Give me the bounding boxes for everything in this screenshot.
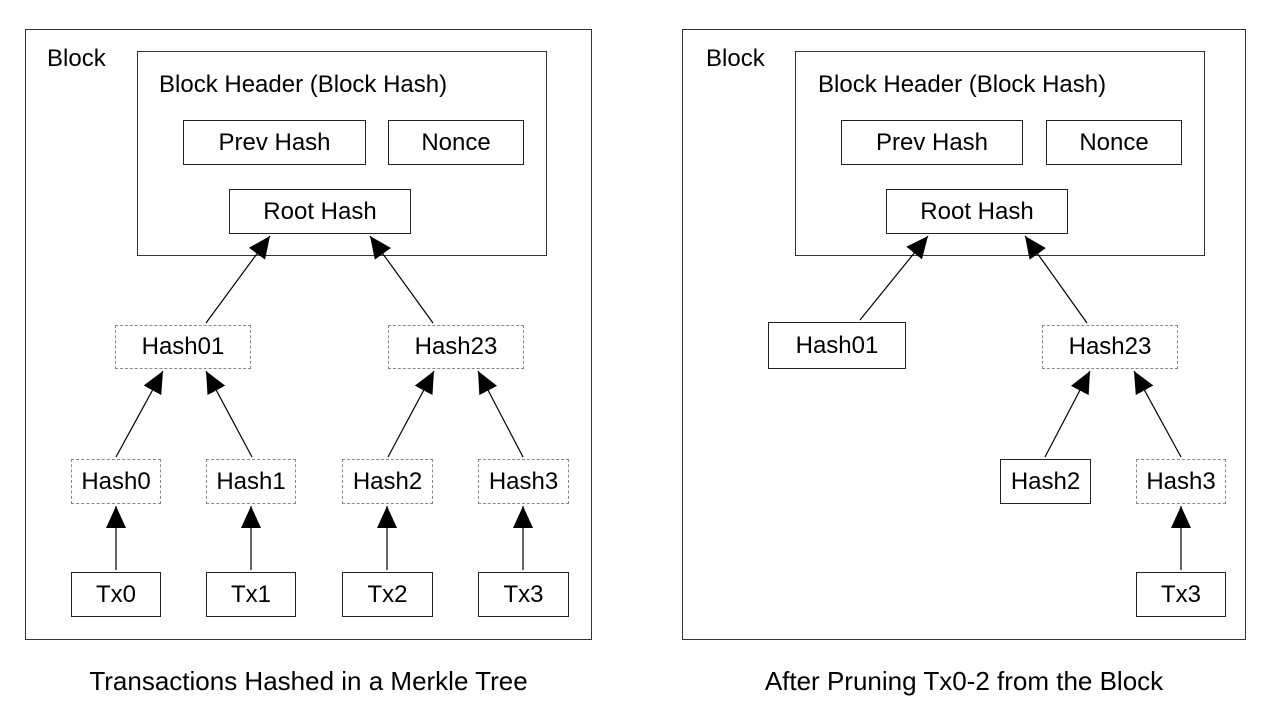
left-tx3-box: Tx3 [478, 572, 569, 617]
left-caption: Transactions Hashed in a Merkle Tree [89, 666, 528, 696]
left-hash2-box: Hash2 [342, 459, 433, 504]
left-hash23-box: Hash23 [388, 325, 524, 369]
right-arrow-hash2-to-hash23 [1044, 370, 1091, 458]
right-caption: After Pruning Tx0-2 from the Block [764, 666, 1164, 696]
arrow-hash1-to-hash01 [205, 370, 253, 458]
right-arrow-hash01-to-root [859, 235, 929, 321]
right-arrow-hash3-to-hash23 [1133, 370, 1182, 458]
left-block-label: Block [47, 45, 106, 72]
right-hash01-box: Hash01 [768, 322, 906, 369]
right-tx3-box: Tx3 [1136, 572, 1226, 617]
left-hash01-box: Hash01 [115, 325, 251, 369]
left-hash1-box: Hash1 [206, 459, 296, 504]
right-block-header [795, 51, 1205, 256]
left-block-panel [25, 29, 592, 640]
left-hash0-box: Hash0 [71, 459, 161, 504]
arrow-hash3-to-hash23 [477, 370, 524, 458]
right-hash3-box: Hash3 [1136, 459, 1226, 504]
left-nonce-box: Nonce [388, 120, 524, 165]
left-block-header-label: Block Header (Block Hash) [159, 71, 448, 98]
right-hash2-box: Hash2 [1000, 459, 1091, 504]
right-block-label: Block [706, 45, 765, 72]
arrow-hash0-to-hash01 [115, 370, 164, 458]
right-hash23-box: Hash23 [1042, 325, 1178, 369]
left-tx1-box: Tx1 [206, 572, 296, 617]
left-prev-hash-box: Prev Hash [183, 120, 366, 165]
right-prev-hash-box: Prev Hash [841, 120, 1023, 165]
right-nonce-box: Nonce [1046, 120, 1182, 165]
left-root-hash-box: Root Hash [229, 189, 411, 234]
right-block-header-label: Block Header (Block Hash) [818, 71, 1107, 98]
arrow-hash2-to-hash23 [387, 370, 435, 458]
left-tx2-box: Tx2 [342, 572, 433, 617]
left-tx0-box: Tx0 [71, 572, 161, 617]
right-block-panel [682, 29, 1246, 640]
arrow-hash23-to-root [369, 235, 434, 324]
arrow-hash01-to-root [205, 235, 271, 324]
left-hash3-box: Hash3 [478, 459, 569, 504]
right-root-hash-box: Root Hash [886, 189, 1068, 234]
left-block-header [137, 51, 547, 256]
right-arrow-hash23-to-root [1024, 235, 1088, 324]
